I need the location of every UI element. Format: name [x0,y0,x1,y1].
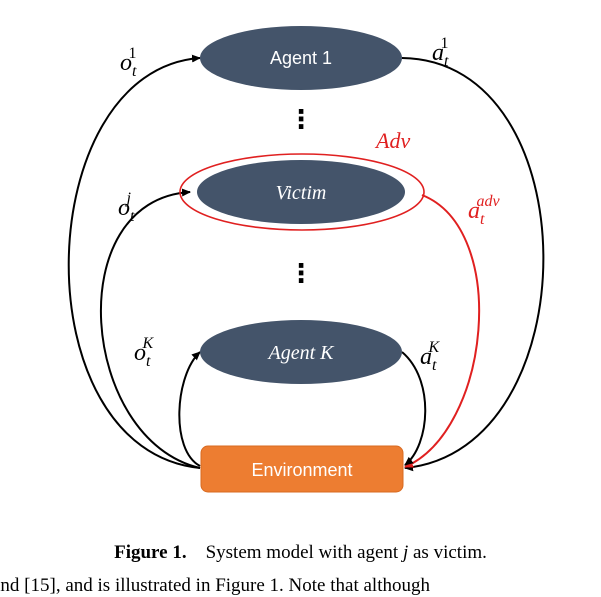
agentK-node: Agent K [200,320,402,384]
edge-env-to-agent1 [67,54,201,469]
label-act-adv: atadv [468,193,500,228]
adv-ring [179,153,425,231]
edge-victim-to-env [404,194,481,468]
label-obs-j: otj [118,190,135,225]
caption-text-after: as victim. [408,542,487,563]
edge-agent1-to-env [401,57,545,472]
environment-node: Environment [200,445,404,493]
agentK-label: Agent K [267,342,336,364]
victim-node: Victim [197,160,405,224]
edge-env-to-agentK [178,351,201,467]
figure-caption: Figure 1. System model with agent j as v… [0,542,601,564]
label-obs-1: ot1 [120,45,137,80]
caption-text-before: System model with agent [205,542,403,563]
ellipsis-upper: ⋮ [288,105,314,135]
edge-agentK-to-env [401,351,427,466]
caption-var: j [402,542,409,563]
agent1-node: Agent 1 [200,26,402,90]
caption-label: Figure 1. [114,542,187,563]
label-act-1: at1 [432,35,449,70]
environment-label: Environment [251,460,352,480]
victim-label: Victim [276,182,327,204]
adv-label: Adv [374,128,410,153]
agent1-label: Agent 1 [270,48,332,68]
body-text-fragment: and [15], and is illustrated in Figure 1… [0,575,430,596]
edge-env-to-victim [99,188,201,469]
ellipsis-lower: ⋮ [288,259,314,289]
label-obs-K: otK [134,335,154,370]
label-act-K: atK [420,339,440,374]
